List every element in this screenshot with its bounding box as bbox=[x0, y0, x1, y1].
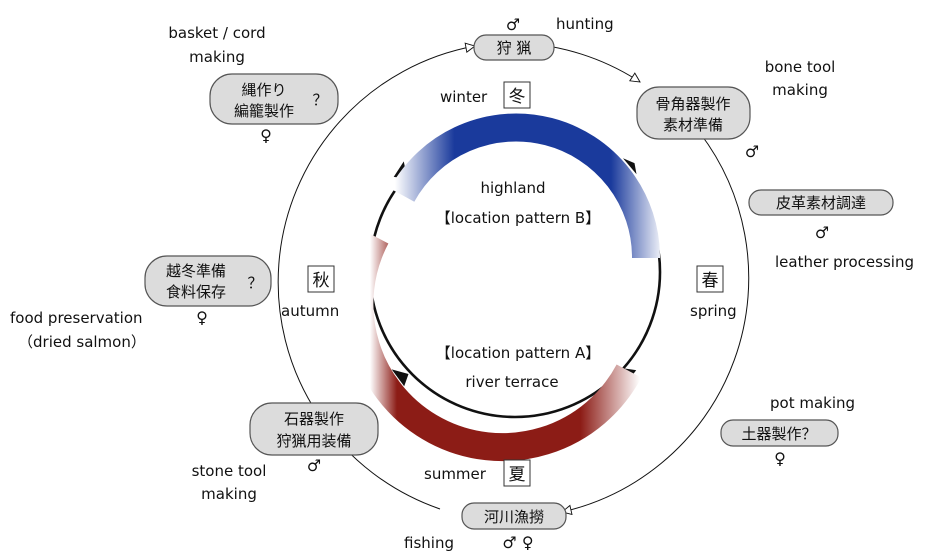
male-symbol: ♂ bbox=[506, 15, 520, 34]
stone-tool-jp-line2: 狩猟用装備 bbox=[276, 432, 351, 450]
pot-making-jp: 土器製作？ bbox=[741, 425, 816, 443]
basket-jp-line1: 縄作り bbox=[241, 81, 286, 99]
arrowhead-winter-spring bbox=[623, 158, 637, 175]
food-jp-line2: 食料保存 bbox=[166, 283, 226, 301]
food-en-line2: （dried salmon） bbox=[18, 333, 146, 351]
arrowhead-summer-autumn bbox=[391, 369, 409, 387]
leather-jp: 皮革素材調達 bbox=[776, 194, 866, 212]
location-pattern-a: 【location pattern A】 bbox=[436, 344, 600, 362]
male-symbol: ♂ bbox=[307, 456, 321, 475]
question-mark: ？ bbox=[247, 274, 262, 292]
stone-tool-en-line1: stone tool bbox=[192, 462, 267, 480]
activity-hunting: ♂ hunting 狩 猟 bbox=[473, 15, 614, 61]
season-autumn-en: autumn bbox=[281, 302, 339, 320]
female-symbol: ♀ bbox=[260, 126, 272, 145]
food-en-line1: food preservation bbox=[10, 309, 143, 327]
season-spring-jp: 春 bbox=[702, 271, 719, 291]
bone-tool-en-line1: bone tool bbox=[765, 58, 836, 76]
season-spring-en: spring bbox=[690, 302, 737, 320]
stone-tool-en-line2: making bbox=[201, 485, 257, 503]
food-jp-line1: 越冬準備 bbox=[166, 262, 226, 280]
male-female-symbols: ♂ ♀ bbox=[502, 533, 533, 551]
activity-bone-tool: bone tool making 骨角器製作 素材準備 ♂ bbox=[636, 58, 836, 161]
bone-tool-jp-line2: 素材準備 bbox=[663, 116, 723, 134]
activity-leather: 皮革素材調達 ♂ leather processing bbox=[748, 189, 914, 271]
season-summer-en: summer bbox=[424, 465, 487, 483]
river-terrace-label: river terrace bbox=[465, 373, 558, 391]
season-summer-jp: 夏 bbox=[509, 465, 526, 485]
activity-food-preservation: 越冬準備 食料保存 ？ food preservation ♀ （dried s… bbox=[10, 255, 272, 351]
season-autumn-jp: 秋 bbox=[313, 271, 330, 291]
season-summer: summer 夏 bbox=[424, 459, 531, 487]
activity-basket-cord: basket / cord making 縄作り 編籠製作 ？ ♀ bbox=[168, 24, 339, 145]
stone-tool-jp-line1: 石器製作 bbox=[284, 410, 344, 428]
river-terrace-band bbox=[345, 230, 642, 462]
hunting-jp: 狩 猟 bbox=[497, 39, 532, 57]
highland-label: highland bbox=[480, 179, 545, 197]
female-symbol: ♀ bbox=[774, 449, 786, 468]
highland-band bbox=[389, 113, 661, 259]
male-symbol: ♂ bbox=[745, 142, 759, 161]
female-symbol: ♀ bbox=[196, 308, 208, 327]
bone-tool-jp-line1: 骨角器製作 bbox=[655, 95, 730, 113]
season-autumn: 秋 autumn bbox=[281, 265, 339, 320]
season-winter-jp: 冬 bbox=[509, 87, 526, 107]
season-winter: winter 冬 bbox=[440, 81, 531, 109]
basket-en-line1: basket / cord bbox=[168, 24, 265, 42]
location-pattern-b: 【location pattern B】 bbox=[436, 209, 600, 227]
season-winter-en: winter bbox=[440, 88, 488, 106]
fishing-en: fishing bbox=[404, 534, 454, 551]
leather-en: leather processing bbox=[775, 253, 914, 271]
basket-jp-line2: 編籠製作 bbox=[234, 102, 294, 120]
pot-making-en: pot making bbox=[770, 394, 855, 412]
hunting-en: hunting bbox=[556, 15, 614, 33]
activity-stone-tool: 石器製作 狩猟用装備 ♂ stone tool making bbox=[192, 402, 379, 503]
activity-pot-making: pot making 土器製作？ ♀ bbox=[720, 394, 855, 468]
season-spring: 春 spring bbox=[690, 265, 737, 320]
basket-en-line2: making bbox=[189, 48, 245, 66]
activity-fishing: 河川漁撈 fishing ♂ ♀ bbox=[404, 502, 567, 551]
male-symbol: ♂ bbox=[815, 223, 829, 242]
question-mark: ？ bbox=[312, 91, 327, 109]
bone-tool-en-line2: making bbox=[772, 81, 828, 99]
fishing-jp: 河川漁撈 bbox=[484, 508, 544, 526]
